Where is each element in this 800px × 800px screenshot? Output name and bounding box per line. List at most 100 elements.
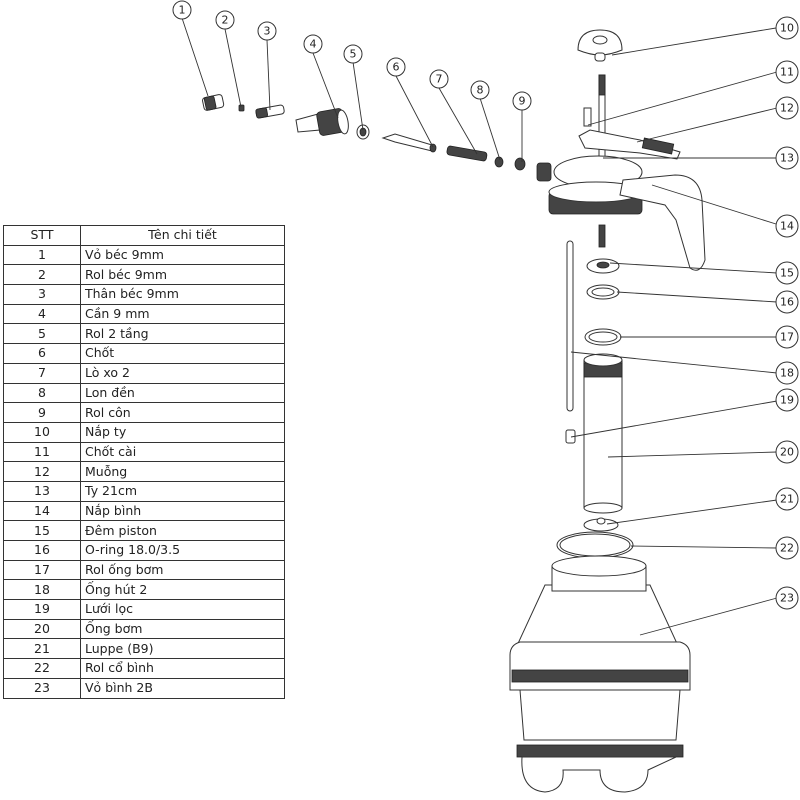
row-stt: 2 — [3, 264, 81, 286]
svg-text:3: 3 — [264, 25, 271, 38]
callout-13: 13 — [775, 146, 799, 170]
svg-text:1: 1 — [179, 4, 186, 17]
callout-12: 12 — [775, 96, 799, 120]
row-part-name: Ống bơm — [80, 618, 285, 640]
row-part-name: Lưới lọc — [80, 599, 285, 620]
row-stt: 16 — [3, 540, 81, 561]
part-15-piston-seal — [586, 258, 620, 274]
row-part-name: Chốt — [80, 343, 285, 364]
row-stt: 17 — [3, 559, 81, 581]
svg-text:2: 2 — [222, 14, 229, 27]
row-stt: 5 — [3, 323, 81, 345]
svg-text:10: 10 — [780, 22, 794, 35]
row-part-name: Vỏ béc 9mm — [80, 244, 285, 266]
row-stt: 4 — [3, 303, 81, 325]
callout-11: 11 — [775, 60, 799, 84]
svg-text:9: 9 — [519, 95, 526, 108]
header-stt: STT — [3, 225, 81, 246]
row-stt: 7 — [3, 362, 81, 384]
callout-1: 1 — [172, 0, 192, 20]
callout-6: 6 — [386, 57, 406, 77]
part-14-tank-cap — [536, 155, 706, 271]
part-5-two-step-washer — [356, 124, 370, 140]
svg-text:8: 8 — [477, 84, 484, 97]
callout-2: 2 — [215, 10, 235, 30]
svg-text:13: 13 — [780, 152, 794, 165]
svg-text:11: 11 — [780, 66, 794, 79]
row-part-name: Thân béc 9mm — [80, 284, 285, 305]
callout-15: 15 — [775, 261, 799, 285]
part-16-o-ring — [586, 284, 620, 300]
part-3-nozzle-body — [255, 104, 285, 119]
row-stt: 20 — [3, 618, 81, 640]
part-4-rod — [295, 108, 349, 136]
callout-20: 20 — [775, 440, 799, 464]
svg-text:7: 7 — [436, 73, 443, 86]
callout-9: 9 — [512, 91, 532, 111]
row-stt: 11 — [3, 441, 81, 463]
part-2-nozzle-washer — [238, 104, 245, 112]
svg-text:18: 18 — [780, 367, 794, 380]
part-13-piston-rod — [598, 74, 606, 248]
row-part-name: Cần 9 mm — [80, 303, 285, 325]
row-stt: 8 — [3, 382, 81, 404]
svg-text:16: 16 — [780, 296, 794, 309]
svg-text:4: 4 — [310, 38, 317, 51]
row-part-name: Lon đền — [80, 382, 285, 404]
leader-lines — [181, 17, 778, 636]
part-22-neck-washer — [556, 531, 634, 559]
row-stt: 13 — [3, 480, 81, 502]
svg-text:19: 19 — [780, 394, 794, 407]
header-name: Tên chi tiết — [80, 225, 285, 246]
callout-4: 4 — [303, 34, 323, 54]
row-part-name: Rol béc 9mm — [80, 264, 285, 286]
callout-5: 5 — [343, 44, 363, 64]
row-stt: 14 — [3, 500, 81, 522]
row-stt: 6 — [3, 343, 81, 364]
part-7-spring — [446, 145, 488, 162]
part-12-lever — [578, 129, 681, 160]
row-part-name: Chốt cài — [80, 441, 285, 463]
svg-text:6: 6 — [393, 61, 400, 74]
callout-22: 22 — [775, 536, 799, 560]
callout-21: 21 — [775, 487, 799, 511]
svg-text:21: 21 — [780, 493, 794, 506]
part-21-valve — [583, 517, 619, 532]
svg-text:5: 5 — [350, 48, 357, 61]
table-header-row: STT Tên chi tiết — [3, 225, 285, 246]
callout-10: 10 — [775, 16, 799, 40]
row-stt: 19 — [3, 599, 81, 620]
row-part-name: Ống hút 2 — [80, 579, 285, 601]
row-part-name: O-ring 18.0/3.5 — [80, 540, 285, 561]
row-part-name: Ty 21cm — [80, 480, 285, 502]
part-17-pump-washer — [584, 328, 622, 346]
part-6-pin — [381, 133, 437, 153]
part-11-clip — [583, 107, 592, 127]
row-part-name: Muỗng — [80, 461, 285, 482]
callout-17: 17 — [775, 325, 799, 349]
svg-text:23: 23 — [780, 592, 794, 605]
callout-19: 19 — [775, 388, 799, 412]
